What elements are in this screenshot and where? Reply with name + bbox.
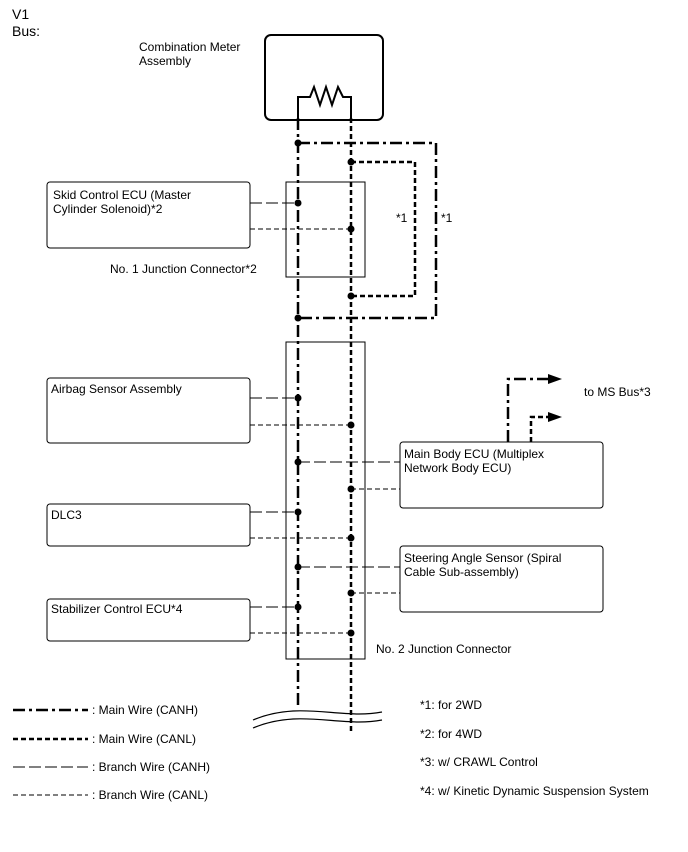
diagram-title-v1: V1 [12, 6, 30, 22]
diagram-title-bus: Bus: [12, 23, 41, 39]
ms-bus-canl-arrowhead [548, 412, 562, 422]
stabilizer-ecu-label: Stabilizer Control ECU*4 [51, 602, 183, 616]
ms-bus-canh-wire [506, 377, 548, 442]
legend-main-canl-label: : Main Wire (CANL) [92, 732, 197, 746]
airbag-sensor-label: Airbag Sensor Assembly [51, 382, 182, 396]
note-4: *4: w/ Kinetic Dynamic Suspension System [420, 784, 649, 798]
wire-break-symbol [252, 710, 383, 721]
steering-angle-sensor-label-2: Cable Sub-assembly) [404, 565, 519, 579]
ms-bus-canh-arrowhead [548, 374, 562, 384]
legend-branch-canl-label: : Branch Wire (CANL) [92, 788, 209, 802]
combination-meter-label-2: Assembly [139, 54, 192, 68]
skid-control-ecu-label-1: Skid Control ECU (Master [53, 188, 192, 202]
main-body-ecu-box [399, 441, 604, 509]
inner-loop-note-ref: *1 [396, 211, 408, 225]
junction-connector-1-label: No. 1 Junction Connector*2 [110, 262, 257, 276]
to-ms-bus-label: to MS Bus*3 [584, 385, 651, 399]
stabilizer-ecu-box [46, 598, 251, 642]
ms-bus-canl-wire [529, 415, 548, 442]
dlc3-box [46, 503, 251, 547]
skid-control-ecu-label-2: Cylinder Solenoid)*2 [53, 202, 163, 216]
junction-dots [294, 139, 355, 637]
junction-connector-2-box [285, 341, 366, 660]
note-3: *3: w/ CRAWL Control [420, 755, 538, 769]
terminating-resistor [297, 83, 352, 118]
combination-meter-label-1: Combination Meter [139, 40, 241, 54]
legend-branch-canh-label: : Branch Wire (CANH) [92, 760, 211, 774]
arrowheads [548, 374, 562, 422]
wire-break-symbol-lower [252, 718, 383, 729]
branch-wire-canl [250, 228, 400, 634]
legend-main-canh-label: : Main Wire (CANH) [92, 703, 199, 717]
branch-wire-canh [250, 202, 400, 608]
outer-loop-note-ref: *1 [441, 211, 453, 225]
main-body-ecu-label-1: Main Body ECU (Multiplex [404, 447, 545, 461]
combination-meter-box [264, 34, 384, 121]
junction-connector-2-label: No. 2 Junction Connector [376, 642, 512, 656]
airbag-sensor-box [46, 377, 251, 444]
dlc3-label: DLC3 [51, 508, 82, 522]
main-body-ecu-label-2: Network Body ECU) [404, 461, 512, 475]
steering-angle-sensor-label-1: Steering Angle Sensor (Spiral [404, 551, 562, 565]
note-2: *2: for 4WD [420, 727, 483, 741]
steering-angle-sensor-box [399, 545, 604, 613]
skid-control-ecu-box [46, 181, 251, 249]
note-1: *1: for 2WD [420, 698, 483, 712]
